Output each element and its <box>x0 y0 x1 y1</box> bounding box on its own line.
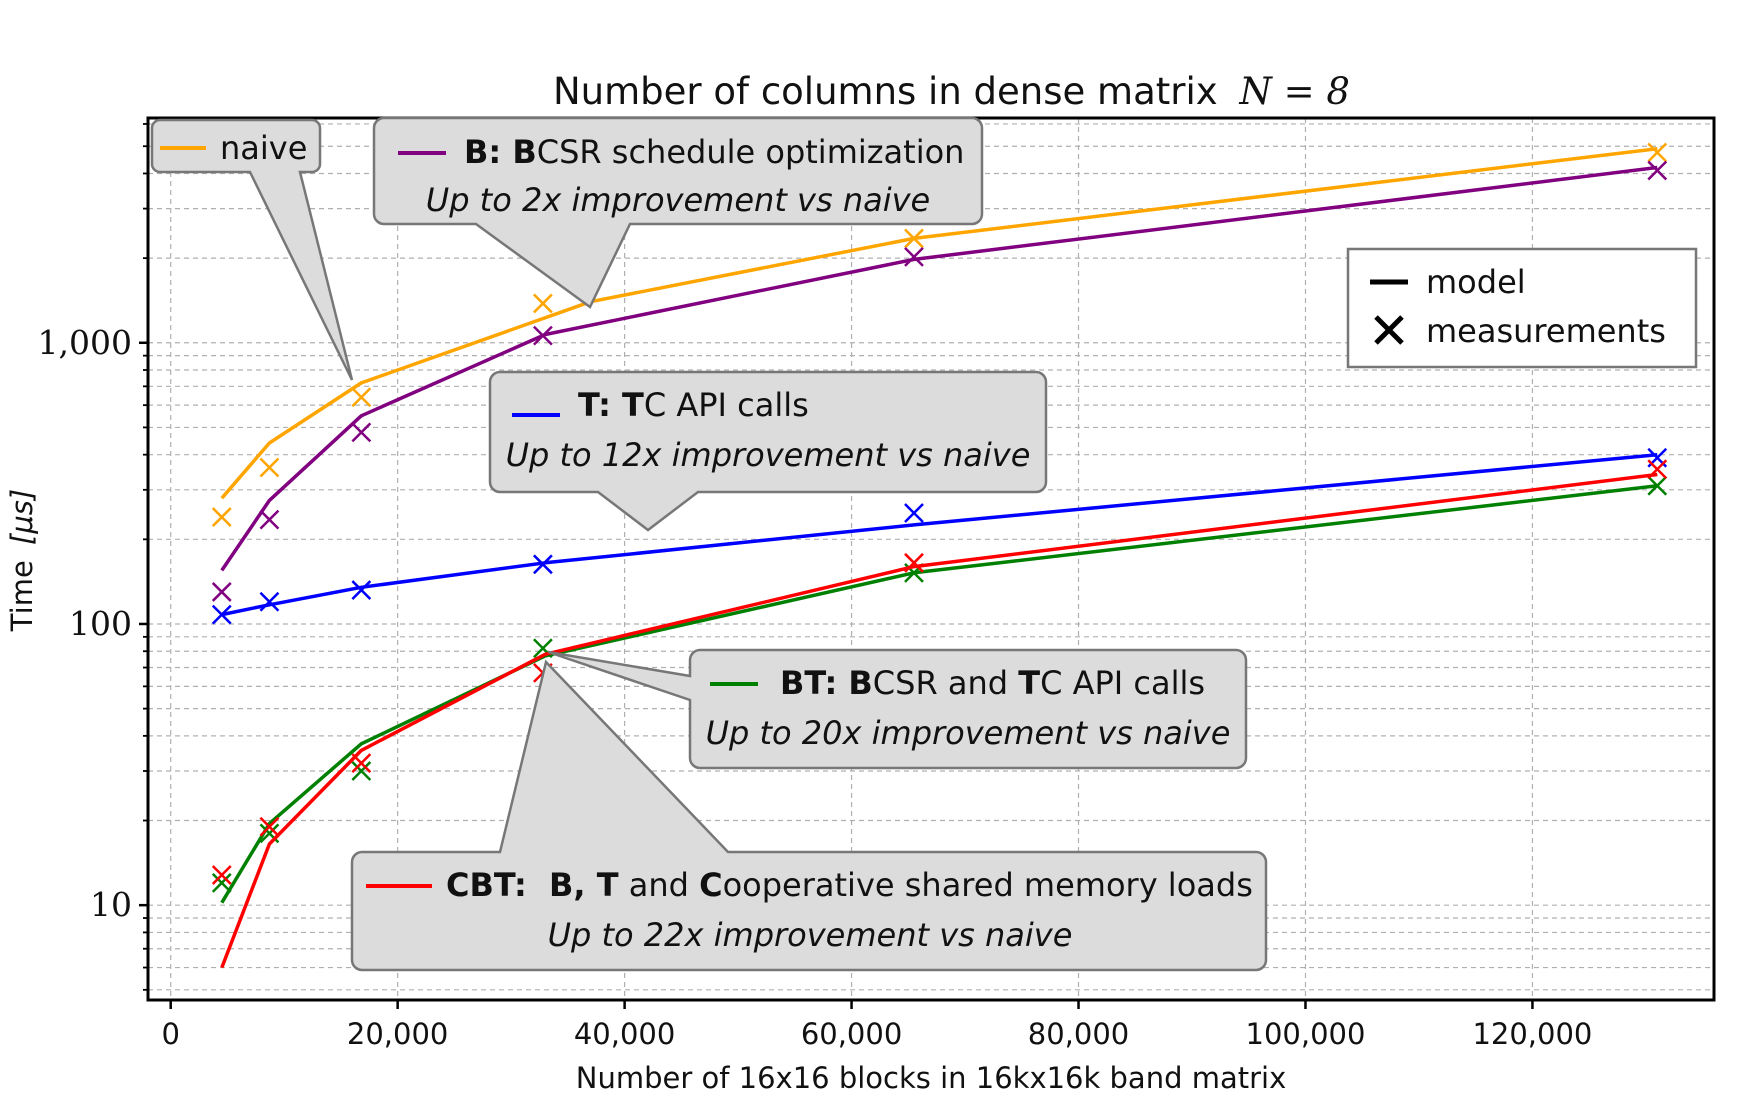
ticks: 0 20,000 40,000 60,000 80,000 100,000 120,000 1… <box>38 123 1592 1051</box>
callout-bt: BT: BCSR and TC API calls Up to 20x impr… <box>547 648 1248 770</box>
measurement-marker-BT <box>1647 475 1668 496</box>
x-tick-label: 120,000 <box>1472 1017 1592 1051</box>
series-B <box>211 160 1668 602</box>
measurement-marker-naive <box>351 387 372 408</box>
measurement-marker-T <box>351 580 372 600</box>
measurement-marker-T <box>211 604 232 625</box>
measurement-marker-CBT <box>904 552 924 573</box>
measurement-marker-BT <box>351 761 372 781</box>
measurement-marker-BT <box>211 873 232 893</box>
y-tick-label: 10 <box>90 885 132 924</box>
measurement-marker-naive <box>904 228 924 249</box>
measurement-marker-B <box>211 582 232 602</box>
x-axis-label: Number of 16x16 blocks in 16kx16k band m… <box>576 1061 1287 1095</box>
x-tick-label: 100,000 <box>1246 1017 1366 1051</box>
y-tick-label: 100 <box>69 604 132 643</box>
measurement-marker-naive <box>259 457 280 478</box>
legend: model measurements <box>1346 247 1698 369</box>
series-layer <box>211 142 1668 969</box>
x-tick-label: 60,000 <box>801 1017 902 1051</box>
measurement-marker-CBT <box>211 865 232 885</box>
x-tick-label: 20,000 <box>347 1017 448 1051</box>
x-tick-label: 0 <box>161 1017 179 1051</box>
measurement-marker-CBT <box>259 816 280 837</box>
callout-t-subtitle: Up to 12x improvement vs naive <box>506 436 1031 474</box>
x-tick-label: 40,000 <box>574 1017 675 1051</box>
legend-measurement-marker <box>1374 315 1404 345</box>
y-tick-label: 1,000 <box>38 323 132 362</box>
legend-model-label: model <box>1426 263 1526 301</box>
measurement-marker-B <box>351 422 372 443</box>
callout-t: T: TC API calls Up to 12x improvement vs… <box>488 370 1048 532</box>
model-line-BT <box>220 484 1658 904</box>
measurement-marker-CBT <box>1647 459 1668 480</box>
callout-b: B: BCSR schedule optimization Up to 2x i… <box>372 116 984 309</box>
measurement-marker-T <box>904 503 924 523</box>
callout-b-label: B: BCSR schedule optimization <box>464 133 964 171</box>
callout-naive: naive <box>150 118 354 381</box>
callout-bt-subtitle: Up to 20x improvement vs naive <box>706 714 1231 752</box>
model-line-naive <box>220 146 1658 500</box>
measurement-marker-T <box>259 591 280 612</box>
model-line-CBT <box>220 472 1658 969</box>
measurement-marker-T <box>533 554 553 575</box>
callout-cbt-label: CBT: B, T and Cooperative shared memory … <box>446 866 1253 904</box>
callout-b-subtitle: Up to 2x improvement vs naive <box>426 181 930 219</box>
measurement-marker-B <box>904 247 924 267</box>
model-line-T <box>221 452 1658 617</box>
callout-cbt: CBT: B, T and Cooperative shared memory … <box>350 659 1268 972</box>
y-axis-label: Time [μs] <box>5 489 39 632</box>
chart-title: Number of columns in dense matrix N = 8 <box>553 70 1350 113</box>
measurement-marker-naive <box>1647 142 1668 163</box>
measurement-marker-CBT <box>351 753 372 774</box>
series-CBT <box>211 459 1668 969</box>
callout-cbt-subtitle: Up to 22x improvement vs naive <box>548 916 1073 954</box>
measurement-marker-naive <box>533 293 553 314</box>
measurement-marker-B <box>259 509 280 530</box>
callout-naive-label: naive <box>220 129 307 167</box>
measurement-marker-naive <box>211 507 232 527</box>
legend-measurement-label: measurements <box>1426 312 1666 350</box>
measurement-marker-B <box>1647 160 1668 181</box>
x-tick-label: 80,000 <box>1028 1017 1129 1051</box>
callout-bt-label: BT: BCSR and TC API calls <box>780 664 1205 702</box>
series-naive <box>211 142 1668 527</box>
callout-t-label: T: TC API calls <box>578 386 809 424</box>
measurement-marker-B <box>533 325 553 346</box>
